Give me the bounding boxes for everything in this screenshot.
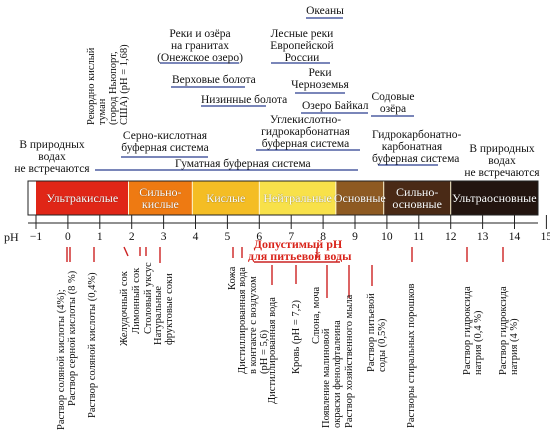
- tick-label-11: 10: [381, 231, 393, 243]
- tick-label-10: 9: [352, 231, 358, 243]
- tick-label-2: 1: [96, 231, 103, 243]
- tick-label-16: 15: [540, 231, 550, 243]
- gastric-label: Желудочный сок: [119, 271, 130, 346]
- forest-rivers-label: Лесные реки Европейской России: [270, 28, 334, 64]
- lowland-bogs-label: Низинные болота: [201, 94, 288, 106]
- top-underlines: [95, 17, 438, 171]
- zone-1: [128, 181, 193, 215]
- oceans-label: Океаны: [306, 5, 344, 17]
- ph-axis-ticks: [35, 215, 547, 229]
- zone-0: [36, 181, 129, 215]
- tick-label-5: 4: [192, 231, 199, 243]
- tick-label-3: 2: [128, 231, 135, 243]
- marker-gastric: [123, 246, 129, 257]
- granite-lakes-label: Реки и озёра на гранитах (Онежское озеро…: [157, 28, 243, 64]
- baikal-label: Озеро Байкал: [302, 100, 369, 112]
- hydrocarbonate-buffer-label: Гидрокарбонатно- карбонатная буферная си…: [372, 129, 462, 165]
- naoh-04-label: Раствор гидроксида натрия (0,4 %): [462, 286, 484, 375]
- zone-2: [192, 181, 260, 215]
- distilled-label: Дистиллированная вода: [267, 297, 278, 404]
- distilled-air-label: Дистиллированная вода в контакте с возду…: [237, 267, 270, 374]
- baking-soda-label: Раствор питьевой соды (0,5%): [366, 293, 388, 372]
- zone-label-0: Ультракислые: [46, 191, 119, 205]
- hcl-4-label: Раствор соляной кислоты (4%);: [56, 289, 67, 430]
- zone-4: [335, 181, 384, 215]
- naoh-4-label: Раствор гидроксида натрия (4 %): [498, 286, 520, 375]
- bottom-markers: [66, 246, 504, 298]
- tick-label-9: 8: [320, 231, 326, 243]
- soda-lakes-label: Содовые озёра: [371, 91, 415, 115]
- drinking-water-label: Допустимый pH для питьевой воды: [248, 237, 352, 263]
- tick-label-13: 12: [444, 231, 457, 243]
- upland-bogs-label: Верховые болота: [172, 74, 256, 86]
- zone-3: [259, 181, 336, 215]
- soap-label: Раствор хозяйственного мыла: [344, 294, 355, 428]
- tick-label-0: −1: [29, 231, 43, 243]
- zone-label-1: Сильно- кислые: [139, 185, 182, 211]
- zone-6: [450, 181, 538, 215]
- tick-label-14: 13: [476, 231, 489, 243]
- lemon-label: Лимонный сок: [131, 267, 142, 334]
- zone-label-6: Ультраосновные: [452, 191, 537, 205]
- tick-label-6: 5: [224, 231, 231, 243]
- phenol-label: Появление малиновой окраски фенолфталеин…: [321, 320, 343, 428]
- tick-label-12: 11: [413, 231, 425, 243]
- axis-label: pH: [4, 230, 19, 244]
- humate-buffer-label: Гуматная буферная система: [175, 158, 311, 170]
- hcl-04-label: Раствор соляной кислоты (0,4%): [87, 272, 98, 418]
- tick-label-1: 0: [65, 231, 71, 243]
- zone-label-5: Сильно- основные: [392, 185, 442, 211]
- fruit-juice-label: Натуральные фруктовые соки: [153, 273, 175, 345]
- detergent-label: Растворы стиральных порошков: [406, 283, 417, 429]
- record-fog-label: Рекордно кислый туман (город Ньюпорт, СШ…: [86, 44, 130, 125]
- zone-label-2: Кислые: [206, 191, 246, 205]
- carbonate-buffer-label: Углекислотно- гидрокарбонатная буферная …: [261, 114, 350, 150]
- h2so4-label: Раствор серной кислоты (8 %): [67, 270, 78, 406]
- natural-left-label: В природных водах не встречаются: [14, 139, 90, 175]
- zone-5: [383, 181, 451, 215]
- sulfate-buffer-label: Серно-кислотная буферная система: [121, 130, 209, 154]
- tick-label-7: 6: [256, 231, 263, 243]
- ph-bar-border: [27, 180, 539, 216]
- tick-label-4: 3: [160, 231, 167, 243]
- blood-label: Кровь (pH = 7,2): [291, 300, 302, 374]
- natural-right-label: В природных водах не встречаются: [464, 143, 540, 179]
- tick-label-8: 7: [288, 231, 295, 243]
- zone-label-3: Нейтральные: [263, 191, 332, 205]
- chernozem-rivers-label: Реки Черноземья: [291, 67, 349, 91]
- zone-label-4: Основные: [333, 191, 386, 205]
- ph-bar: [36, 181, 538, 215]
- tick-label-15: 14: [508, 231, 521, 243]
